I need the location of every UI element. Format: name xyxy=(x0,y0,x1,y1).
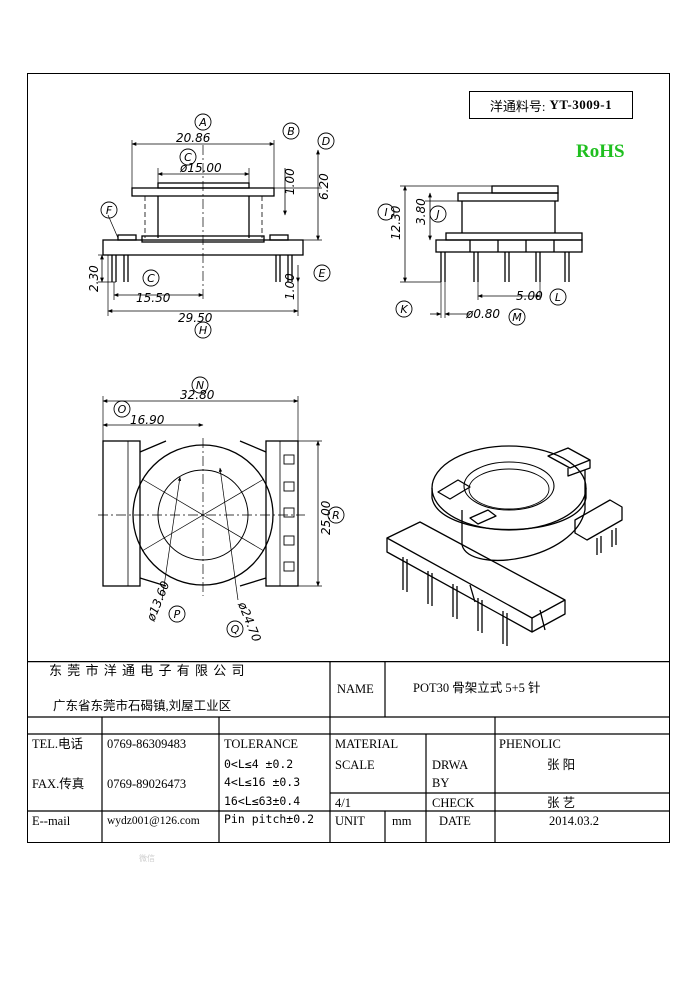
tolerance-label: TOLERANCE xyxy=(224,737,299,751)
check-value: 张 艺 xyxy=(547,796,576,810)
dim-pin-length: 2.30 xyxy=(87,265,101,292)
bubble-e: E xyxy=(319,267,326,280)
tel-value: 0769-86309483 xyxy=(107,737,187,751)
dim-pin-diameter: ø0.80 xyxy=(465,307,500,321)
material-label: MATERIAL xyxy=(335,737,399,751)
company-name: 东 莞 市 洋 通 电 子 有 限 公 司 xyxy=(49,663,246,678)
name-label: NAME xyxy=(337,682,374,696)
dim-flange-width: 20.86 xyxy=(176,131,211,145)
side-view-bubble-labels: I J K L M xyxy=(384,206,561,324)
bubble-b: B xyxy=(287,125,295,138)
email-value: wydz001@126.com xyxy=(107,815,200,827)
bubble-l: L xyxy=(555,291,561,304)
fax-label: FAX.传真 xyxy=(32,777,85,791)
bubble-c: C xyxy=(184,151,192,164)
drawn-by-value: 张 阳 xyxy=(547,758,576,772)
part-number-value: YT-3009-1 xyxy=(549,97,613,112)
dim-pin-step: 1.00 xyxy=(283,273,297,300)
unit-value: mm xyxy=(392,814,412,828)
part-number-label: 洋通料号: xyxy=(489,98,546,114)
tolerance-row-2: 4<L≤16 ±0.3 xyxy=(224,775,301,789)
top-view-dimensions: 32.80 16.90 25.00 ø13.60 ø24.70 xyxy=(130,388,333,644)
bubble-m: M xyxy=(512,311,522,324)
unit-label: UNIT xyxy=(335,814,365,828)
name-value: POT30 骨架立式 5+5 针 xyxy=(413,681,541,695)
title-block: 东 莞 市 洋 通 电 子 有 限 公 司 广东省东莞市石碣镇,刘屋工业区 NA… xyxy=(27,661,670,843)
check-label: CHECK xyxy=(432,796,475,810)
top-view-bubble-labels: N O R P Q xyxy=(118,379,340,636)
bubble-c2: C xyxy=(147,272,155,285)
side-view xyxy=(400,185,583,318)
bubble-d: D xyxy=(322,135,330,148)
fax-value: 0769-89026473 xyxy=(107,777,187,791)
dim-pin-pitch: 5.00 xyxy=(516,289,543,303)
dim-depth: 25.00 xyxy=(319,500,333,535)
material-value: PHENOLIC xyxy=(499,737,561,751)
bubble-q: Q xyxy=(231,623,240,636)
isometric-view xyxy=(386,445,623,646)
bubble-r: R xyxy=(332,509,340,522)
rohs-mark: RoHS xyxy=(576,141,625,162)
drawn-by-label: DRWA xyxy=(432,758,469,772)
bubble-a: A xyxy=(198,116,207,129)
date-value: 2014.03.2 xyxy=(549,814,599,828)
dim-outer-diameter: ø24.70 xyxy=(235,599,264,644)
side-view-bubbles xyxy=(377,203,567,326)
bubble-j: J xyxy=(434,208,439,221)
drawn-by-label-2: BY xyxy=(432,776,450,790)
bubble-p: P xyxy=(174,608,181,621)
dim-top-flange: 1.00 xyxy=(283,168,297,195)
dim-height: 6.20 xyxy=(317,173,331,200)
top-view-bubbles xyxy=(113,376,345,638)
bubble-i: I xyxy=(384,206,387,219)
front-view-bubble-labels: A B C D F C E H xyxy=(106,116,330,337)
tolerance-row-4: Pin pitch±0.2 xyxy=(224,812,315,826)
dim-half-width: 15.50 xyxy=(136,291,171,305)
date-label: DATE xyxy=(439,814,471,828)
company-address: 广东省东莞市石碣镇,刘屋工业区 xyxy=(53,699,232,713)
tolerance-row-1: 0<L≤4 ±0.2 xyxy=(224,757,294,771)
dim-inner-diameter: ø13.60 xyxy=(143,579,172,624)
front-view-dimensions: 20.86 ø15.00 1.00 6.20 2.30 15.50 1.00 2… xyxy=(87,131,331,325)
scale-label: SCALE xyxy=(335,758,375,772)
dim-base-width: 29.50 xyxy=(178,311,213,325)
watermark: 微信 xyxy=(139,854,155,863)
part-number-box: 洋通料号: YT-3009-1 xyxy=(469,91,633,119)
scale-value: 4/1 xyxy=(335,796,351,810)
side-view-dimensions: 12.30 3.80 5.00 ø0.80 xyxy=(389,198,543,321)
bubble-o: O xyxy=(118,403,127,416)
drawing-sheet-border xyxy=(27,73,670,843)
dim-center-offset: 16.90 xyxy=(130,413,165,427)
title-block-grid xyxy=(27,661,670,843)
bubble-h: H xyxy=(199,324,207,337)
email-label: E--mail xyxy=(32,814,71,828)
bubble-n: N xyxy=(196,379,204,392)
bubble-f: F xyxy=(106,204,113,217)
top-view xyxy=(98,396,322,601)
front-view-bubbles xyxy=(100,113,335,339)
bubble-k: K xyxy=(400,303,408,316)
dim-flange-height: 3.80 xyxy=(414,198,428,225)
front-view xyxy=(98,140,322,316)
tel-label: TEL.电话 xyxy=(32,737,84,751)
tolerance-row-3: 16<L≤63±0.4 xyxy=(224,794,301,808)
dim-overall-height: 12.30 xyxy=(389,205,403,240)
dim-total-width: 32.80 xyxy=(180,388,215,402)
